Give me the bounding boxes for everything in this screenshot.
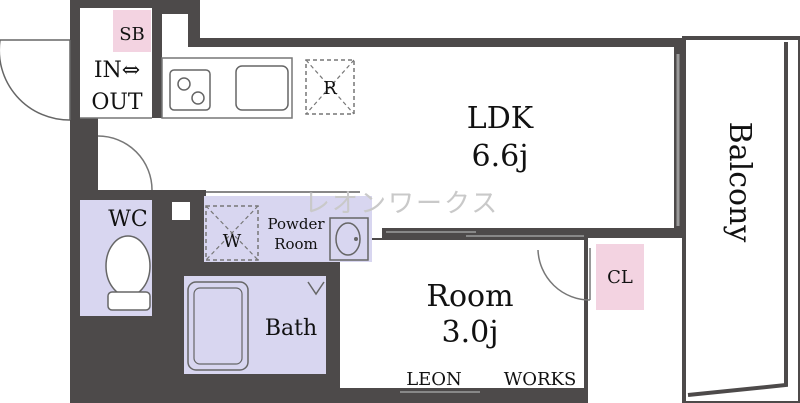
washer-box	[205, 205, 259, 261]
kitchen	[161, 57, 293, 119]
sink	[235, 65, 289, 111]
room-name: Room	[426, 279, 513, 314]
bathtub	[187, 281, 249, 371]
washer-space	[205, 205, 259, 261]
balcony-outline	[682, 36, 800, 403]
basin-drain	[354, 237, 358, 241]
watermark: レオンワークス	[304, 189, 499, 219]
shoebox-label: SB	[119, 24, 145, 45]
fridge-space	[305, 59, 355, 115]
stove	[169, 69, 211, 111]
brand-right: WORKS	[504, 369, 577, 390]
fridge-cross-2	[305, 59, 355, 115]
bath-label: Bath	[265, 316, 317, 341]
toilet	[105, 235, 151, 311]
room-size: 3.0j	[441, 315, 498, 350]
closet-label: CL	[607, 267, 633, 288]
washer-label: W	[223, 231, 242, 252]
balcony-label: Balcony	[722, 122, 757, 243]
balcony	[676, 36, 800, 403]
hallway-area	[98, 118, 168, 190]
basin-bowl	[335, 222, 361, 256]
ldk-size: 6.6j	[471, 139, 528, 174]
powder-label-1: Powder	[267, 215, 325, 233]
closet-area	[596, 244, 644, 310]
powder-label-2: Room	[274, 235, 318, 253]
fridge-label: R	[323, 78, 337, 99]
entrance-door-arc	[0, 40, 71, 121]
bathtub-inner	[193, 287, 243, 365]
burner-2	[191, 91, 205, 105]
brand-left: LEON	[406, 369, 462, 390]
bath-door	[307, 281, 325, 296]
wash-basin	[329, 217, 369, 261]
closet-door-arc	[537, 249, 591, 301]
duct	[172, 202, 190, 220]
ldk-name: LDK	[467, 101, 534, 136]
toilet-bowl	[105, 235, 151, 297]
entrance-out-label: OUT	[91, 90, 143, 115]
wc-label: WC	[108, 207, 147, 232]
entrance-in-label: IN⇔	[94, 58, 140, 83]
room-area	[340, 240, 584, 388]
shoebox-area	[113, 10, 151, 52]
washer-cross-2	[205, 205, 259, 261]
hall-door-arc	[97, 135, 153, 191]
balcony-rail	[687, 42, 788, 397]
entrance-door	[0, 39, 71, 121]
sliding-doors	[206, 191, 584, 393]
toilet-tank	[107, 291, 151, 311]
fridge-box	[305, 59, 355, 115]
burner-1	[177, 77, 191, 91]
